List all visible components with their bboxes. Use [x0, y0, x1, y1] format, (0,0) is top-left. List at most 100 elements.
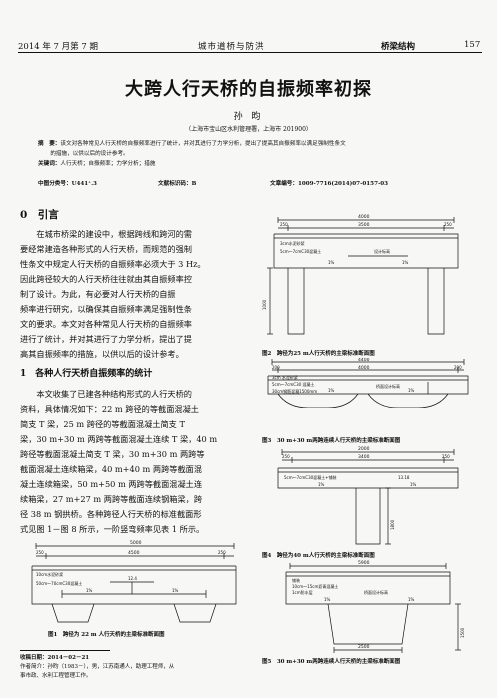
fig3-note-1: 3cm 水泥砂浆	[272, 374, 298, 380]
fig4-dim-right: 250	[442, 454, 450, 459]
para0-line: 频率进行研究，以确保其自振频率满足强制性条	[20, 304, 192, 314]
fig4-dim-mid: 3400	[358, 454, 370, 460]
fig5-note-2: 10cm～15cm沥青混凝土	[292, 583, 338, 589]
fig2-slope-left: 1%	[328, 260, 335, 265]
para1-line: 本文收集了已建各种结构形式的人行天桥的	[36, 389, 192, 399]
fig1-dim-right: 250	[218, 550, 226, 555]
para1-line: 式见图 1－图 8 所示，一阶竖弯频率见表 1 所示。	[20, 524, 205, 534]
fig3-note-4: 桥面设计标高	[376, 383, 400, 389]
fig4-slope-left: 1%	[318, 482, 325, 487]
para1-line: 续箱梁，27 m+27 m 两跨等截面连续钢箱梁，跨	[20, 494, 203, 504]
fig1-slope-left: 1%	[86, 588, 93, 593]
fig2-dim-left: 250	[280, 222, 288, 227]
abstract: 摘 要：该文对各种常见人行天桥的自振频率进行了统计，并对其进行了力学分析，提出了…	[38, 139, 458, 169]
fig5-slope-left: 1%	[324, 597, 331, 602]
para1-line: 简支 T 梁，25 m 跨径的等截面混凝土简支 T	[20, 419, 185, 429]
figure-2-cross-section: 4000 250 3500 250 1000 3cm水泥砂浆 5cm～7cmC3…	[262, 214, 459, 335]
keywords-label: 关键词：	[38, 161, 61, 167]
figure-4-cross-section: 2000 250 3400 250 1800 5cm～7cmC30混凝土+铺装 …	[277, 446, 459, 545]
fig4-dim-left: 250	[282, 454, 290, 459]
clc-number: 中图分类号：U441⁺.3	[38, 181, 97, 187]
fig5-note-4: 桥面设计标高	[364, 589, 388, 595]
section-0-heading: 0 引言	[20, 209, 59, 221]
fig1-dim-total: 5000	[130, 540, 142, 546]
keywords-line: 关键词：人行天桥；自振频率；力学分析；措施	[38, 159, 458, 169]
fig5-note-1: 铺装	[292, 577, 300, 583]
abstract-label: 摘 要：	[38, 141, 61, 147]
fig3-slope-left: 1%	[328, 388, 335, 393]
fig1-dim-mid: 4500	[128, 550, 140, 556]
section-1-heading: 1 各种人行天桥自振频率的统计	[20, 369, 153, 379]
para0-line: 性条文中规定人行天桥的自振频率必须大于 3 Hz。	[20, 259, 206, 269]
para0-line: 制了设计。为此，有必要对人行天桥的自振	[20, 289, 176, 299]
fig1-note-3: 12.4	[128, 576, 137, 581]
fig1-note-1: 10cm水泥砂浆	[36, 571, 63, 577]
figure-3-cross-section: 4400 200 4000 200 3cm 水泥砂浆 5cm～7cmC30 混凝…	[267, 358, 469, 408]
para0-line: 要经常建造各种形式的人行天桥，而规范的强制	[20, 244, 192, 254]
footnote: 收稿日期：2014－02－21 作者简介：孙昀（1983－），男，江苏南通人，助…	[20, 654, 246, 681]
article-number: 文章编号：1009-7716(2014)07-0157-03	[270, 181, 389, 187]
header-issue: 2014 年 7 月第 7 期	[18, 42, 98, 52]
abstract-text-2: 的措施，以供以后的设计参考。	[50, 151, 129, 157]
fig4-dim-height: 1800	[390, 519, 395, 530]
fig2-slope-right: 1%	[402, 260, 409, 265]
figure-1-cross-section: 5000 250 4500 250 10cm水泥砂浆 50cm～70cmC30混…	[31, 540, 237, 623]
section-1-body: 本文收集了已建各种结构形式的人行天桥的 资料，具体情况如下：22 m 跨径的等截…	[20, 387, 246, 537]
header-page-number: 157	[464, 40, 481, 50]
fig1-dim-left: 250	[36, 550, 44, 555]
fig2-note-2: 5cm～7cmC30混凝土	[280, 248, 321, 254]
footnote-bio-1: 作者简介：孙昀（1983－），男，江苏南通人，助理工程师，从	[20, 664, 175, 670]
para1-line: 跨径等截面混凝土简支 T 梁，30 m+30 m 两跨等	[20, 449, 205, 459]
fig5-slope-right: 1%	[408, 597, 415, 602]
footnote-bio-2: 事市政、水利工程管理工作。	[20, 673, 92, 679]
footnote-received: 收稿日期：2014－02－21	[20, 655, 90, 661]
header-journal: 城市道桥与防洪	[198, 42, 265, 52]
fig4-note-2: 13.18	[398, 475, 410, 480]
fig5-dim-bottom: 2500	[358, 644, 370, 650]
paper-title: 大跨人行天桥的自振频率初探	[125, 79, 372, 100]
section-0-body: 在城市桥梁的建设中，根据跨线和跨河的需 要经常建造各种形式的人行天桥，而规范的强…	[20, 227, 246, 362]
para0-line: 进行了统计，并对其进行了力学分析，提出了提	[20, 334, 192, 344]
figure-5-cross-section: 5900 2500 1500 铺装 10cm～15cm沥青混凝土 1cm防水层 …	[285, 560, 465, 653]
para1-line: 资料，具体情况如下：22 m 跨径的等截面混凝土	[20, 404, 199, 414]
para0-line: 高其自振频率的措施，以供以后的设计参考。	[20, 349, 184, 359]
footnote-rule	[20, 650, 110, 651]
paper-affiliation: （上海市宝山区水利管理署，上海市 201900）	[185, 126, 312, 133]
fig1-slope-right: 1%	[172, 588, 179, 593]
para0-line: 在城市桥梁的建设中，根据跨线和跨河的需	[36, 229, 192, 239]
figure-3-caption: 图3 30 m+30 m两跨连续人行天桥的主梁标准断面图	[262, 438, 401, 444]
para0-line: 因此跨径较大的人行天桥往往就由其自振频率控	[20, 274, 192, 284]
fig3-dim-left: 200	[272, 365, 280, 370]
fig4-dim-total: 2000	[358, 446, 370, 452]
fig5-note-3: 1cm防水层	[292, 589, 313, 595]
fig2-dim-mid: 3500	[358, 222, 370, 228]
fig3-dim-mid: 4000	[358, 365, 370, 371]
fig4-slope-right: 1%	[410, 482, 417, 487]
figure-5-caption: 图5 30 m+30 m两跨连续人行天桥的主梁标准断面图	[262, 659, 401, 665]
para0-line: 文的要求。本文对各种常见人行天桥的自振频率	[20, 319, 192, 329]
para1-line: 径 38 m 钢拱桥。各种跨径人行天桥的标准截面形	[20, 509, 202, 519]
fig2-note-1: 3cm水泥砂浆	[280, 240, 305, 246]
fig3-slope-right: 1%	[408, 388, 415, 393]
keywords-text: 人行天桥；自振频率；力学分析；措施	[60, 161, 156, 167]
fig3-dim-right: 200	[454, 365, 462, 370]
fig5-dim-total: 5900	[358, 560, 370, 566]
fig2-dim-total: 4000	[358, 214, 370, 220]
fig3-note-2: 5cm～7cmC30 混凝土	[272, 381, 314, 387]
abstract-text-1: 该文对各种常见人行天桥的自振频率进行了统计，并对其进行了力学分析，提出了提高其自…	[60, 141, 346, 147]
doc-code: 文献标识码：B	[158, 181, 197, 187]
para1-line: 凝土连续箱梁，50 m+50 m 两跨等截面混凝土连	[20, 479, 203, 489]
fig3-note-3: 30cm钢筋混凝1500mm	[272, 388, 317, 394]
header-rule	[18, 52, 482, 53]
figure-1-caption: 图1 跨径为 22 m 人行天桥的主梁标准断面图	[48, 632, 165, 638]
fig3-dim-total: 4400	[358, 358, 370, 363]
header-section: 桥梁结构	[381, 42, 416, 52]
abstract-line-1: 摘 要：该文对各种常见人行天桥的自振频率进行了统计，并对其进行了力学分析，提出了…	[38, 139, 458, 149]
fig5-dim-height: 1500	[460, 627, 465, 638]
fig1-note-2: 50cm～70cmC30混凝土	[36, 580, 82, 586]
fig4-note-1: 5cm～7cmC30混凝土+铺装	[284, 474, 337, 480]
paper-author: 孙 昀	[233, 112, 264, 122]
figure-4-caption: 图4 跨径为40 m人行天桥的主梁标准断面图	[262, 553, 375, 559]
para1-line: 梁，30 m+30 m 两跨等截面混凝土连续 T 梁，40 m	[20, 434, 218, 444]
para1-line: 截面混凝土连续箱梁，40 m+40 m 两跨等截面混	[20, 464, 203, 474]
